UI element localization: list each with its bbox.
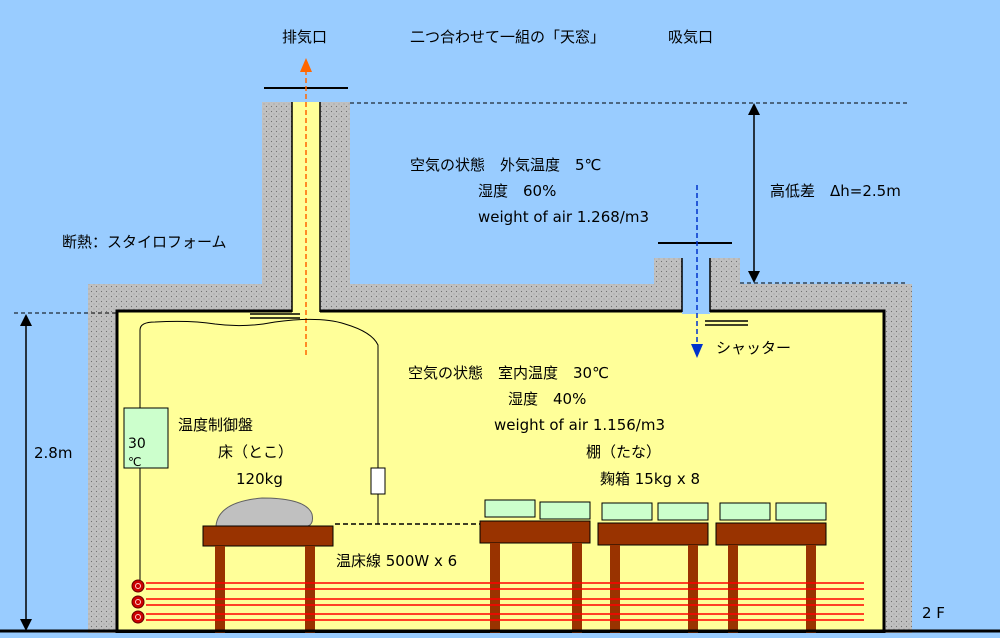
koji-box <box>719 502 771 521</box>
heater-label: 温床線 500W x 6 <box>336 552 457 570</box>
exhaust-label: 排気口 <box>282 28 327 46</box>
koji-boxes-label: 麹箱 15kg x 8 <box>600 470 700 488</box>
outside-humidity: 湿度 60% <box>478 182 556 200</box>
room-interior <box>115 309 886 635</box>
shutter-label: シャッター <box>716 339 791 357</box>
bed-table-top <box>202 525 334 547</box>
controller-temp-value: 30 <box>128 436 146 452</box>
bed-weight-label: 120kg <box>236 470 283 488</box>
room-height-label: 2.8m <box>34 444 72 462</box>
heater-terminal-icons <box>131 579 145 624</box>
shelf-label: 棚（たな） <box>586 443 661 461</box>
up-arrow-icon <box>748 103 760 115</box>
inside-air-state: 空気の状態 室内温度 30℃ <box>408 364 609 382</box>
skylight-label: 二つ合わせて一組の「天窓」 <box>410 28 605 46</box>
down-arrow-icon <box>748 271 760 283</box>
floor-heater-wires <box>146 582 864 621</box>
outside-air-weight: weight of air 1.268/m3 <box>478 208 649 226</box>
koji-box <box>775 502 827 521</box>
up-arrow-icon <box>20 314 32 326</box>
koji-box <box>539 501 591 520</box>
koji-box <box>657 502 709 521</box>
intake-arrow-icon <box>691 344 703 358</box>
sensor-wire <box>139 318 379 468</box>
down-arrow-icon <box>20 619 32 631</box>
intake-label: 吸気口 <box>668 28 713 46</box>
temperature-sensor <box>370 467 386 495</box>
koji-mound <box>215 497 313 527</box>
koji-box <box>484 499 536 518</box>
exhaust-arrow-icon <box>300 58 312 72</box>
controller-temp-unit: ℃ <box>128 455 141 469</box>
height-diff-label: 高低差 Δh=2.5m <box>770 182 901 200</box>
insulation-label: 断熱：スタイロフォーム <box>62 233 227 251</box>
outside-air-state: 空気の状態 外気温度 5℃ <box>410 156 601 174</box>
koji-box <box>601 502 653 521</box>
controller-label: 温度制御盤 <box>178 416 253 434</box>
temperature-controller <box>123 407 169 469</box>
inside-air-weight: weight of air 1.156/m3 <box>494 416 665 434</box>
intake-duct <box>682 258 710 314</box>
bed-label: 床（とこ） <box>218 443 293 461</box>
inside-humidity: 湿度 40% <box>508 390 586 408</box>
shelf-1 <box>479 499 591 633</box>
floor-label: 2 F <box>922 604 945 622</box>
